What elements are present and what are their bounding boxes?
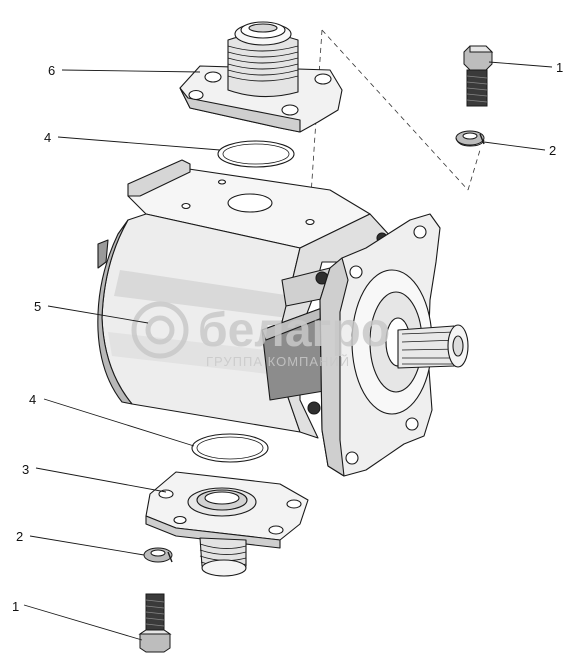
watermark: белагро ГРУППА КОМПАНИЙ [131, 301, 390, 369]
callout-4-top: 4 [44, 130, 51, 145]
assembly-dashed-line [309, 29, 481, 211]
callout-1-bottom: 1 [12, 599, 19, 614]
callout-3: 3 [22, 462, 29, 477]
callout-1-top: 1 [556, 60, 563, 75]
watermark-tagline: ГРУППА КОМПАНИЙ [206, 354, 350, 369]
bottom-fitting-flange [145, 471, 309, 577]
callout-numbers: 1 2 6 4 5 4 3 2 1 [12, 60, 563, 614]
top-spring-washer [455, 130, 485, 147]
leader-lines [23, 61, 553, 641]
top-fitting-flange [179, 21, 343, 133]
watermark-logo-icon [131, 301, 189, 359]
bottom-bolt [138, 593, 172, 653]
bottom-spring-washer [143, 547, 173, 563]
callout-6: 6 [48, 63, 55, 78]
callout-2-top: 2 [549, 143, 556, 158]
top-bolt [463, 45, 494, 107]
watermark-brand: белагро [198, 304, 390, 357]
bottom-o-ring [191, 433, 269, 463]
callout-2-bottom: 2 [16, 529, 23, 544]
callout-5: 5 [34, 299, 41, 314]
top-o-ring [217, 140, 295, 168]
callout-4-bottom: 4 [29, 392, 36, 407]
mounting-flange [319, 213, 469, 477]
